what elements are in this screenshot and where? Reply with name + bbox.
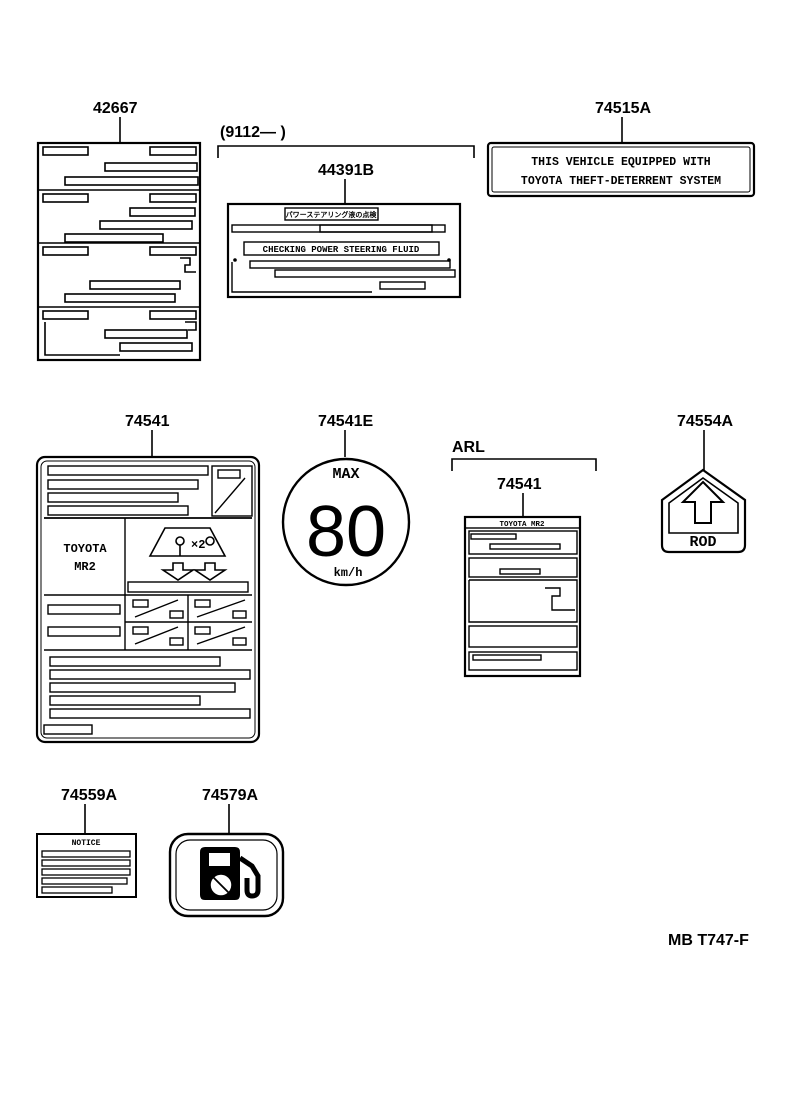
steering-fluid-text: CHECKING POWER STEERING FLUID bbox=[263, 245, 420, 255]
date-range-label: (9112— ) bbox=[220, 124, 286, 141]
notice-text: NOTICE bbox=[72, 839, 101, 848]
label-42667: 42667 bbox=[36, 100, 202, 362]
fuel-pump-icon bbox=[200, 847, 261, 900]
max-text: MAX bbox=[332, 466, 359, 483]
part-number-74541e: 74541E bbox=[318, 413, 373, 430]
theft-line-1: THIS VEHICLE EQUIPPED WITH bbox=[531, 156, 711, 169]
label-74559a: 74559A NOTICE bbox=[36, 787, 137, 898]
arl-header-text: TOYOTA MR2 bbox=[499, 521, 545, 529]
arl-label: ARL bbox=[452, 439, 485, 456]
label-74515a: 74515A THIS VEHICLE EQUIPPED WITH TOYOTA… bbox=[486, 100, 756, 198]
label-74554a: 74554A ROD bbox=[660, 413, 747, 554]
toyota-text: TOYOTA bbox=[63, 542, 107, 556]
label-44391b: 44391B パワーステアリング液の点検 CHECKING POWER STEE… bbox=[226, 162, 462, 299]
label-74541-arl: ARL 74541 TOYOTA MR2 bbox=[451, 439, 597, 678]
part-number-74515a: 74515A bbox=[595, 100, 651, 117]
speed-sticker-outline bbox=[281, 457, 411, 587]
part-number-74541-arl: 74541 bbox=[497, 476, 542, 493]
date-range-bracket: (9112— ) bbox=[217, 124, 475, 158]
part-number-74541-main: 74541 bbox=[125, 413, 170, 430]
rod-sticker-outline bbox=[660, 468, 747, 554]
jp-header-text: パワーステアリング液の点検 bbox=[286, 210, 378, 220]
speed-value: 80 bbox=[306, 492, 386, 572]
kmh-text: km/h bbox=[334, 566, 363, 580]
times-two-text: ×2 bbox=[191, 538, 205, 552]
part-number-42667: 42667 bbox=[93, 100, 138, 117]
mr2-text: MR2 bbox=[74, 560, 96, 574]
label-74541e: 74541E MAX 80 km/h bbox=[281, 413, 411, 587]
drawing-code: MB T747-F bbox=[668, 932, 749, 949]
label-74541-main: 74541 bbox=[35, 413, 261, 744]
theft-line-2: TOYOTA THEFT-DETERRENT SYSTEM bbox=[521, 175, 721, 188]
part-number-74554a: 74554A bbox=[677, 413, 733, 430]
rod-text: ROD bbox=[689, 534, 716, 551]
part-number-74559a: 74559A bbox=[61, 787, 117, 804]
up-arrow-icon bbox=[680, 480, 726, 524]
label-74579a: 74579A bbox=[168, 787, 285, 918]
part-number-44391b: 44391B bbox=[318, 162, 374, 179]
car-seating-icon bbox=[148, 527, 228, 581]
part-number-74579a: 74579A bbox=[202, 787, 258, 804]
